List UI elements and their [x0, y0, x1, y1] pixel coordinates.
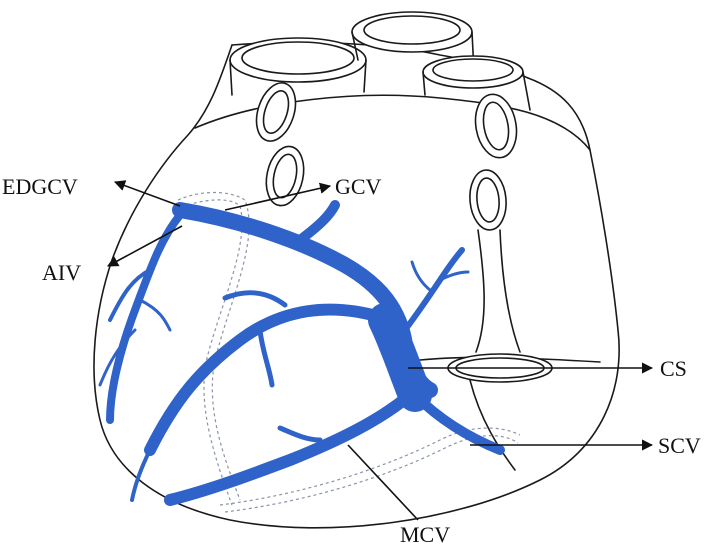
vessel-ring-middle-inner	[364, 16, 460, 44]
aiv-pointer	[108, 226, 182, 266]
vessel-ring-right-inner	[433, 59, 513, 81]
middle-cardiac-vein	[170, 395, 410, 500]
coronary-sinus-bulge	[385, 320, 415, 395]
coronary-veins	[100, 205, 500, 500]
posterior-interventricular-line	[470, 380, 515, 470]
label-edgcv: EDGCV	[2, 174, 78, 199]
ivc-tube	[476, 230, 520, 352]
label-scv: SCV	[658, 433, 701, 458]
edgcv-pointer	[115, 182, 180, 206]
small-cardiac-vein	[415, 395, 500, 450]
gcv-branch	[300, 205, 335, 240]
labels: EDGCV GCV AIV CS SCV MCV	[2, 174, 701, 547]
vessel-ring-left-inner	[242, 42, 354, 74]
atrium-division-line	[195, 95, 590, 150]
label-gcv: GCV	[335, 174, 382, 199]
label-aiv: AIV	[42, 260, 81, 285]
label-cs: CS	[660, 356, 687, 381]
mcv-pointer	[348, 445, 418, 520]
label-mcv: MCV	[400, 522, 450, 547]
